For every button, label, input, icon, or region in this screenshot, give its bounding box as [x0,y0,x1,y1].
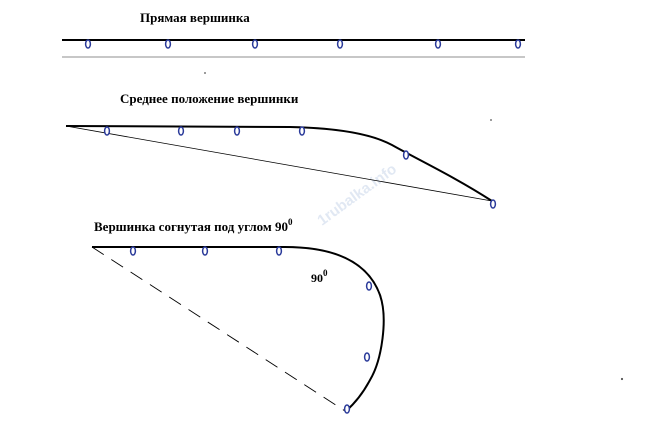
rod-ring [298,126,306,136]
stray-dot [490,119,492,121]
rod-ring [434,39,442,49]
middle-tip-section: Среднее положение вершинки [65,91,497,209]
middle-chord-line [65,125,493,202]
rod-ring [363,352,371,362]
rod-ring [201,246,209,256]
rod-ring [164,39,172,49]
rod-ring [275,246,283,256]
bent-tip-title-superscript: 0 [288,217,293,227]
rod-ring [251,39,259,49]
rod-ring [129,246,137,256]
straight-tip-title: Прямая вершинка [140,10,250,25]
rod-ring [177,126,185,136]
rod-ring [402,150,410,160]
bent-chord-dashed-line [91,246,346,412]
middle-rod-curve [65,125,493,202]
rod-ring [336,39,344,49]
straight-rod-rings [84,39,522,49]
angle-label: 900 [311,268,328,285]
straight-tip-section: Прямая вершинка [62,10,525,74]
middle-tip-title: Среднее положение вершинки [120,91,299,106]
bent-rod-curve [92,246,385,412]
rod-ring [233,126,241,136]
rod-ring [343,404,351,414]
rod-ring [514,39,522,49]
bent-tip-title-main: Вершинка согнутая под углом 90 [94,219,288,234]
rod-ring [103,126,111,136]
bent-rod-rings [129,246,373,414]
angle-label-main: 90 [311,271,323,285]
rod-ring [489,199,497,209]
middle-rod-rings [103,126,497,209]
rod-ring [365,281,373,291]
watermark-text: 1rubalka.info [314,161,400,230]
bent-tip-title: Вершинка согнутая под углом 900 [94,217,293,234]
angle-label-superscript: 0 [323,268,328,278]
stray-dot [204,72,206,74]
stray-dot [620,377,624,381]
bent-tip-section: Вершинка согнутая под углом 900 900 [91,217,624,414]
rod-ring [84,39,92,49]
